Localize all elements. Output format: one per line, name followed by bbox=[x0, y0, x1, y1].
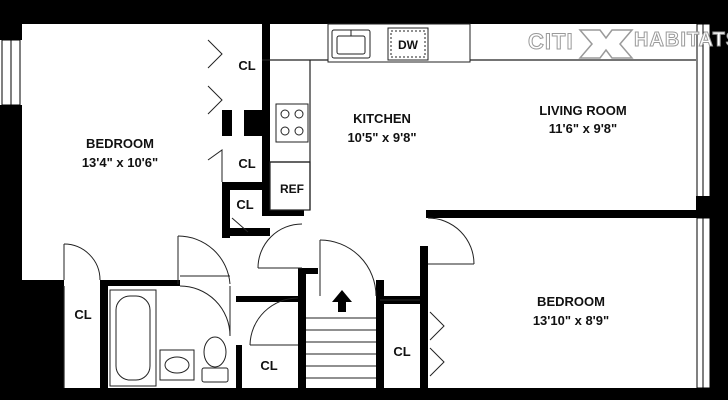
kitchen-sink-icon bbox=[331, 29, 371, 59]
logo-x-mark bbox=[578, 29, 634, 59]
bedroom-left-name: BEDROOM bbox=[86, 136, 154, 151]
left-wall-bottom-block bbox=[0, 280, 64, 400]
closet-label-3: CL bbox=[236, 197, 254, 212]
logo-citi: CITI bbox=[528, 29, 574, 55]
bottom-wall bbox=[0, 388, 728, 400]
right-wall-stubs bbox=[718, 50, 728, 361]
closet-label-1: CL bbox=[238, 58, 256, 73]
stove-icon bbox=[275, 103, 309, 143]
kitchen-dims: 10'5" x 9'8" bbox=[347, 130, 417, 145]
kitchen-name: KITCHEN bbox=[353, 111, 411, 126]
closet-label-4: CL bbox=[74, 307, 92, 322]
closet-label-5: CL bbox=[260, 358, 278, 373]
left-wall-upper bbox=[0, 0, 22, 40]
bathroom-sink-icon bbox=[159, 349, 195, 381]
interior-walls bbox=[22, 24, 710, 388]
dishwasher-label: DW bbox=[398, 38, 418, 52]
living-room-name: LIVING ROOM bbox=[539, 103, 627, 118]
closet-label-6: CL bbox=[393, 344, 411, 359]
right-wall bbox=[710, 0, 728, 400]
entry-stairs bbox=[306, 317, 376, 379]
dishwasher-box bbox=[387, 27, 429, 61]
right-window-upper bbox=[696, 23, 711, 213]
living-room-dims: 11'6" x 9'8" bbox=[548, 121, 618, 136]
left-window bbox=[1, 39, 21, 106]
bedroom-right-dims: 13'10" x 8'9" bbox=[532, 313, 610, 328]
right-window-lower bbox=[696, 217, 711, 389]
refrigerator-label: REF bbox=[280, 182, 304, 196]
bathtub-icon bbox=[109, 289, 157, 387]
doors bbox=[63, 39, 475, 377]
toilet-icon bbox=[201, 336, 229, 383]
closet-label-2: CL bbox=[238, 156, 256, 171]
arrow-up-icon bbox=[332, 290, 352, 312]
bedroom-left-dims: 13'4" x 10'6" bbox=[81, 155, 159, 170]
logo-habitats: HABITATS bbox=[633, 29, 728, 52]
top-wall bbox=[0, 0, 728, 24]
bedroom-right-name: BEDROOM bbox=[537, 294, 605, 309]
